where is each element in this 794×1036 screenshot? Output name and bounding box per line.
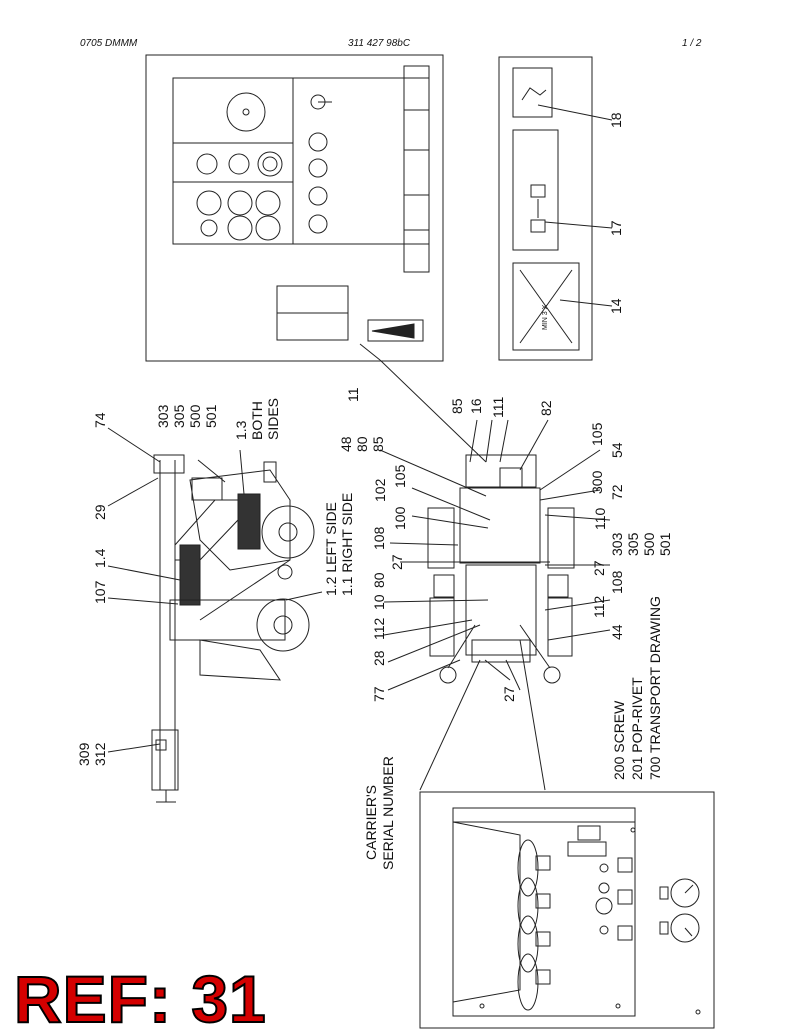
callout-112a: 112	[371, 617, 387, 640]
callout-27b: 27	[591, 560, 607, 576]
callout-500a: 500	[187, 404, 203, 428]
callout-1-2-left-side: 1.2 LEFT SIDE	[323, 502, 339, 596]
callout-29: 29	[92, 504, 108, 520]
label-carriers: CARRIER'S	[363, 785, 379, 860]
callout-303b: 303	[609, 532, 625, 556]
callout-82: 82	[538, 400, 554, 416]
callout-77: 77	[371, 686, 387, 702]
callout-80a: 80	[354, 436, 370, 452]
decal-panel-right	[498, 56, 593, 361]
callout-501b: 501	[657, 532, 673, 556]
callout-501a: 501	[203, 404, 219, 428]
callout-18: 18	[608, 112, 624, 128]
callout-27a: 27	[389, 554, 405, 570]
decal-panel-frame	[145, 54, 444, 362]
level-decal	[367, 319, 424, 342]
callout-48: 48	[338, 436, 354, 452]
callout-85b: 85	[449, 398, 465, 414]
note-201-pop-rivet: 201 POP-RIVET	[629, 677, 645, 780]
callout-108b: 108	[609, 570, 625, 594]
dashboard-decal-frame	[419, 791, 715, 1029]
callout-85a: 85	[370, 436, 386, 452]
callout-1-3: 1.3	[233, 420, 249, 440]
callout-105b: 105	[392, 464, 408, 488]
callout-112b: 112	[591, 595, 607, 618]
callout-80b: 80	[371, 572, 387, 588]
callout-300: 300	[589, 470, 605, 494]
note-700-transport-drawing: 700 TRANSPORT DRAWING	[647, 596, 663, 780]
callout-72: 72	[609, 484, 625, 500]
decal-strip	[403, 65, 430, 273]
callout-sides: SIDES	[265, 398, 281, 440]
callout-11: 11	[345, 387, 361, 402]
callout-309: 309	[76, 742, 92, 766]
header-page-number: 1 / 2	[682, 38, 702, 49]
label-serial-number: SERIAL NUMBER	[380, 756, 396, 870]
callout-16: 16	[468, 398, 484, 414]
callout-10: 10	[371, 594, 387, 610]
callout-44: 44	[609, 624, 625, 640]
carrier-top-view	[427, 454, 575, 684]
callout-1-1-right-side: 1.1 RIGHT SIDE	[339, 493, 355, 596]
callout-111: 111	[490, 397, 506, 418]
callout-305b: 305	[625, 532, 641, 556]
control-panel-decal	[172, 77, 430, 245]
callout-108a: 108	[371, 526, 387, 550]
callout-305a: 305	[171, 404, 187, 428]
decal-min3x: MIN 3 X	[542, 304, 549, 330]
callout-107: 107	[92, 580, 108, 604]
callout-303a: 303	[155, 404, 171, 428]
callout-500b: 500	[641, 532, 657, 556]
note-200-screw: 200 SCREW	[611, 700, 627, 780]
callout-312: 312	[92, 742, 108, 766]
callout-1-4: 1.4	[92, 548, 108, 568]
callout-100: 100	[392, 506, 408, 530]
header-part-number: 311 427 98bC	[348, 38, 411, 49]
header-left-code: 0705 DMMM	[80, 38, 138, 49]
callout-both: BOTH	[249, 401, 265, 440]
machine-side-view	[151, 454, 315, 803]
callout-54: 54	[609, 442, 625, 458]
callout-17: 17	[608, 220, 624, 236]
ref-label: REF: 31	[13, 962, 267, 1036]
callout-27c: 27	[501, 686, 517, 702]
callout-28: 28	[371, 650, 387, 666]
callout-110: 110	[592, 507, 608, 530]
callout-74: 74	[92, 412, 108, 428]
callout-102: 102	[372, 478, 388, 502]
callout-105a: 105	[589, 422, 605, 446]
callout-14: 14	[608, 298, 624, 314]
